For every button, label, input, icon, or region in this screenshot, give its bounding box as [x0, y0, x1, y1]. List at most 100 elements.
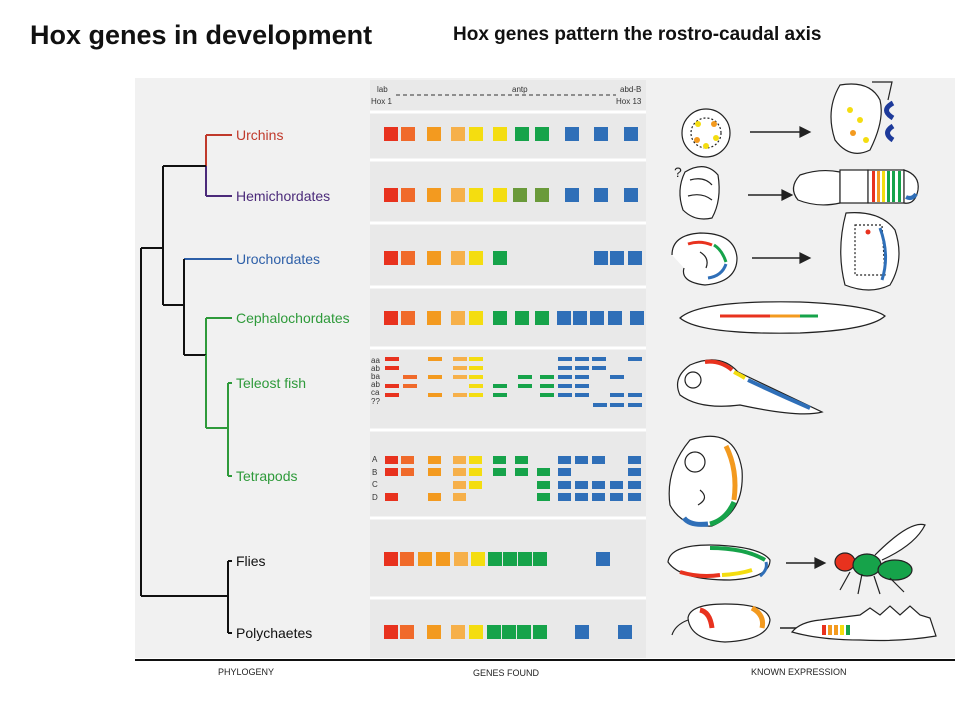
gene-bar	[540, 393, 554, 397]
gene-square	[385, 493, 398, 501]
gene-square	[535, 188, 549, 202]
gene-square	[590, 311, 604, 325]
gene-square	[384, 311, 398, 325]
gene-bar	[493, 393, 507, 397]
tetrapod-label-d: D	[372, 493, 378, 502]
gene-square	[400, 625, 414, 639]
gene-square	[628, 468, 641, 476]
gene-square	[384, 251, 398, 265]
gene-square	[469, 251, 483, 265]
gene-square	[385, 456, 398, 464]
gene-bar	[575, 393, 589, 397]
gene-bar	[428, 375, 442, 379]
gene-square	[436, 552, 450, 566]
gene-bar	[385, 384, 399, 388]
gene-bar	[518, 375, 532, 379]
gene-square	[533, 625, 547, 639]
gene-bar	[592, 366, 606, 370]
gene-square	[618, 625, 632, 639]
gene-bar	[453, 366, 467, 370]
arrowhead-urochordate	[799, 252, 812, 264]
teleost-label-0: aa	[371, 356, 380, 365]
gene-bar	[469, 366, 483, 370]
teleost-label-4: ca	[371, 388, 380, 397]
taxon-polychaetes: Polychaetes	[236, 625, 312, 641]
gene-square	[493, 468, 506, 476]
gene-square	[558, 468, 571, 476]
gene-square	[628, 251, 642, 265]
gene-square	[515, 468, 528, 476]
gene-square	[453, 456, 466, 464]
gene-squares	[384, 127, 644, 639]
gene-square	[558, 456, 571, 464]
taxon-flies: Flies	[236, 553, 266, 569]
gene-bar	[575, 384, 589, 388]
teleost-label-5: ??	[371, 397, 380, 406]
gene-bar	[592, 357, 606, 361]
gene-square	[624, 188, 638, 202]
urchin-adult-drawing	[830, 81, 895, 154]
gene-bar	[493, 384, 507, 388]
gene-square	[608, 311, 622, 325]
gene-bar	[469, 393, 483, 397]
gene-square	[469, 188, 483, 202]
page-subtitle: Hox genes pattern the rostro-caudal axis	[453, 24, 822, 45]
gene-square	[400, 552, 414, 566]
gene-square	[628, 456, 641, 464]
gene-square	[487, 625, 501, 639]
gene-square	[469, 456, 482, 464]
gene-bar	[453, 393, 467, 397]
gene-bar	[428, 357, 442, 361]
expression-drawings: ?	[667, 81, 937, 643]
tetrapod-label-a: A	[372, 455, 378, 464]
taxon-teleost-fish: Teleost fish	[236, 375, 306, 391]
gene-square	[451, 251, 465, 265]
gene-square	[451, 127, 465, 141]
gene-bar	[453, 375, 467, 379]
gene-bar	[540, 384, 554, 388]
gene-square	[401, 468, 414, 476]
tetrapod-label-c: C	[372, 480, 378, 489]
gene-square	[453, 493, 466, 501]
gene-square	[418, 552, 432, 566]
gene-square	[630, 311, 644, 325]
gene-square	[565, 127, 579, 141]
header-abdb: abd-B	[620, 85, 641, 94]
gene-square	[427, 625, 441, 639]
gene-square	[427, 127, 441, 141]
gene-bar	[575, 375, 589, 379]
adult-fly-drawing	[834, 523, 926, 595]
gene-bar	[453, 357, 467, 361]
gene-square	[575, 481, 588, 489]
gene-square	[401, 311, 415, 325]
gene-square	[427, 311, 441, 325]
gene-square	[515, 127, 529, 141]
gene-square	[401, 251, 415, 265]
gene-bar	[518, 384, 532, 388]
gene-bar	[540, 375, 554, 379]
footer-phylogeny: PHYLOGENY	[218, 667, 274, 677]
gene-bar	[558, 384, 572, 388]
gene-square	[518, 552, 532, 566]
gene-square	[565, 188, 579, 202]
gene-square	[594, 188, 608, 202]
gene-square	[385, 468, 398, 476]
gene-square	[428, 456, 441, 464]
gene-bar	[610, 393, 624, 397]
gene-square	[610, 481, 623, 489]
gene-square	[453, 468, 466, 476]
gene-square	[558, 493, 571, 501]
gene-square	[573, 311, 587, 325]
gene-bar	[610, 403, 624, 407]
gene-square	[488, 552, 502, 566]
page-title: Hox genes in development	[30, 20, 373, 50]
gene-square	[537, 481, 550, 489]
gene-square	[557, 311, 571, 325]
gene-square	[401, 188, 415, 202]
gene-bar	[403, 384, 417, 388]
arrowhead-urchin	[799, 126, 812, 138]
gene-square	[384, 188, 398, 202]
gene-square	[427, 188, 441, 202]
gene-square	[469, 127, 483, 141]
header-antp: antp	[512, 85, 528, 94]
